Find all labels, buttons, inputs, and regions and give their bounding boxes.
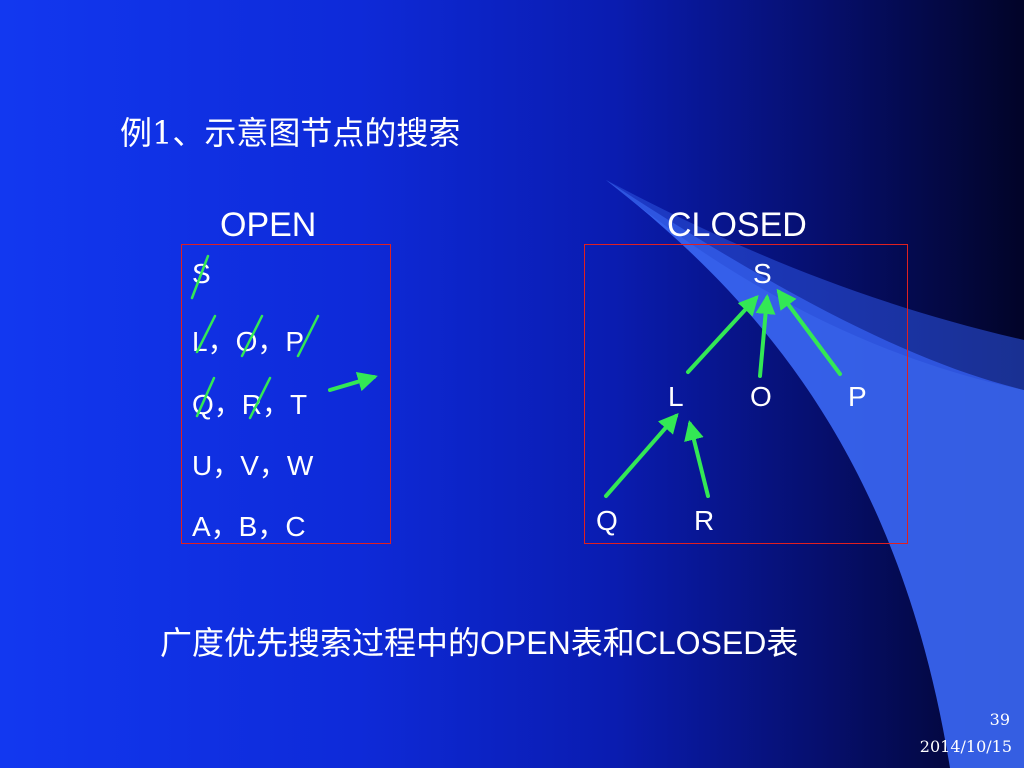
closed-node-p: P bbox=[848, 381, 867, 412]
arrow-open-to-closed bbox=[328, 371, 378, 392]
caption-part-3: 表和 bbox=[570, 624, 635, 662]
closed-node-q: Q bbox=[596, 505, 618, 536]
closed-node-s: S bbox=[753, 258, 772, 289]
page-number: 39 bbox=[989, 710, 1010, 729]
strike-mark-o bbox=[240, 314, 264, 358]
caption-part-4: CLOSED bbox=[634, 625, 767, 661]
open-row-4: U，V，W bbox=[192, 450, 314, 481]
open-row-5: A，B，C bbox=[192, 511, 306, 542]
arrow-p-to-s bbox=[776, 288, 842, 376]
slide-title: 例1、示意图节点的搜索 bbox=[120, 114, 461, 152]
open-row-3: Q，R，T bbox=[192, 389, 308, 420]
strike-mark-l bbox=[195, 314, 217, 354]
closed-node-r: R bbox=[694, 505, 715, 536]
arrow-q-to-l bbox=[604, 412, 679, 498]
closed-node-o: O bbox=[750, 381, 772, 412]
slide-caption: 广度优先搜索过程中的OPEN表和CLOSED表 bbox=[160, 618, 798, 664]
slide-date: 2014/10/15 bbox=[919, 737, 1012, 756]
open-header: OPEN bbox=[220, 206, 317, 244]
arrow-l-to-s bbox=[686, 295, 759, 374]
closed-node-l: L bbox=[668, 381, 684, 412]
strike-mark-s bbox=[190, 254, 210, 300]
arrow-r-to-l bbox=[684, 420, 710, 498]
strike-mark-p bbox=[296, 314, 320, 358]
closed-header: CLOSED bbox=[667, 206, 807, 244]
arrow-o-to-s bbox=[755, 294, 776, 378]
strike-mark-q bbox=[195, 376, 216, 418]
open-table bbox=[181, 244, 391, 544]
caption-part-1: 广度优先搜索过程中的 bbox=[160, 624, 481, 662]
caption-part-5: 表 bbox=[766, 624, 799, 662]
closed-table bbox=[584, 244, 908, 544]
caption-part-2: OPEN bbox=[480, 625, 571, 661]
strike-mark-r bbox=[248, 376, 272, 420]
